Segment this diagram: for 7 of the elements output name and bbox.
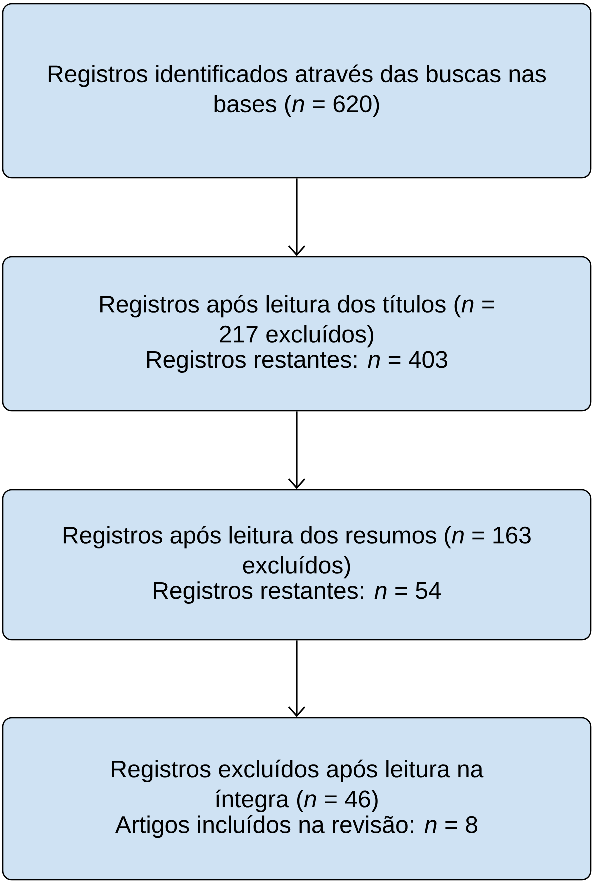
- process-box: Registros excluídos após leitura na íntegra (n = 46) Artigos incluídos na revisão: n = 8: [2, 717, 592, 881]
- arrow: [288, 640, 306, 718]
- process-box: Registros após leitura dos títulos (n = 217 excluídos) Registros restantes: n = 403: [2, 256, 592, 412]
- arrow: [288, 412, 306, 490]
- process-box: Registros identificados através das buscas nas bases (n = 620): [2, 3, 592, 179]
- arrow: [288, 178, 306, 256]
- process-box: Registros após leitura dos resumos (n = 163 excluídos) Registros restantes: n = 54: [2, 489, 592, 641]
